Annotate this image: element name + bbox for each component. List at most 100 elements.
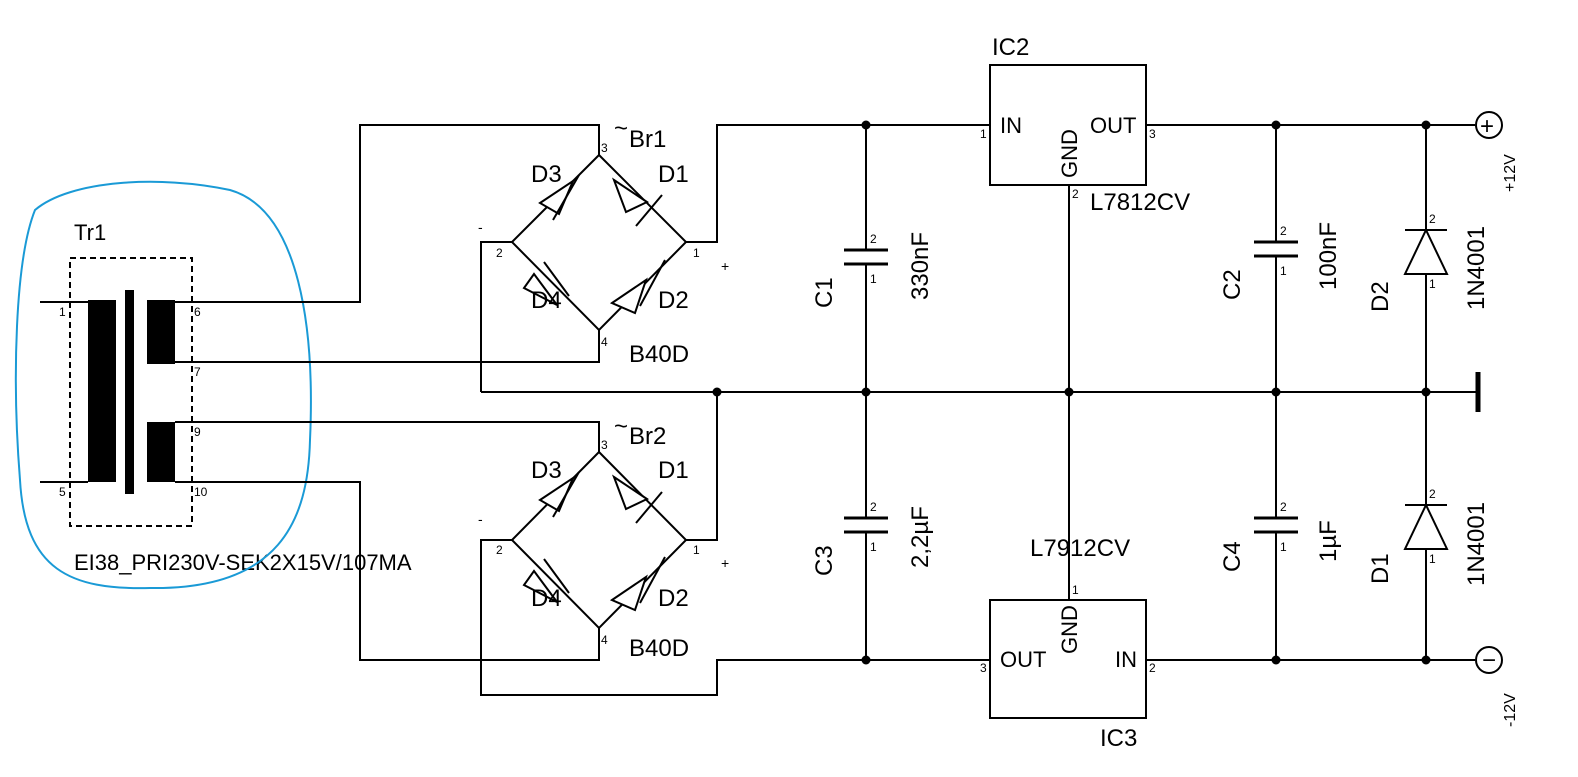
tr1-ref-label: Tr1 xyxy=(74,220,106,245)
primary-winding xyxy=(88,300,116,482)
c2-value-label: 100nF xyxy=(1315,222,1342,290)
ic2-gnd-label: GND xyxy=(1057,129,1082,178)
br2-tilde: ~ xyxy=(614,413,628,440)
br2-plus: + xyxy=(721,555,729,571)
c4-pin-1: 1 xyxy=(1280,540,1287,554)
c4-ref-label: C4 xyxy=(1219,541,1246,572)
br2-pin-1: 1 xyxy=(693,543,700,557)
secondary-winding-upper xyxy=(147,300,175,364)
br2-pin-2: 2 xyxy=(496,543,503,557)
br2-d2-diode-symbol xyxy=(609,574,648,612)
ic3-in-label: IN xyxy=(1115,647,1137,672)
br2-d2-label: D2 xyxy=(658,585,689,612)
c3-pin-1: 1 xyxy=(870,540,877,554)
br1-pin-3: 3 xyxy=(601,141,608,155)
d2-pin-2: 2 xyxy=(1429,212,1436,226)
br2-d4-diode-symbol xyxy=(522,569,558,603)
br2-d4-label: D4 xyxy=(531,585,562,612)
tr1-pin-1: 1 xyxy=(59,305,66,319)
c1-pin-2: 2 xyxy=(870,232,877,246)
br1-d2-diode-symbol xyxy=(609,277,648,315)
annotation-outline xyxy=(14,180,312,590)
br1-d3-label: D3 xyxy=(531,161,562,188)
d1-pin-2: 2 xyxy=(1429,487,1436,501)
br1-d4-diode-symbol xyxy=(522,272,558,306)
output-diode-d2: 2 1 D2 1N4001 xyxy=(1367,125,1490,392)
terminal-negative: − -12V xyxy=(1475,646,1519,727)
transformer-shield-box xyxy=(69,257,193,527)
tr1-pin-5: 5 xyxy=(59,485,66,499)
tr1-pin-6: 6 xyxy=(194,305,201,319)
ic3-pin-in: 2 xyxy=(1149,661,1156,675)
ic3-ref-label: IC3 xyxy=(1100,725,1137,752)
ic2-pin-gnd: 2 xyxy=(1072,187,1079,201)
br1-minus: - xyxy=(478,219,483,235)
positive-terminal-symbol: + xyxy=(1480,113,1494,140)
regulator-ic3: L7912CV OUT IN GND 3 2 1 IC3 xyxy=(980,535,1156,752)
tr1-pin-10: 10 xyxy=(194,485,208,499)
c4-value-label: 1µF xyxy=(1315,520,1342,562)
output-diode-d1: 2 1 D1 1N4001 xyxy=(1367,392,1490,660)
br1-pin-2: 2 xyxy=(496,246,503,260)
transformer-tr1: 1 5 6 7 9 10 Tr1 EI38_PRI230V-SEK2X15V/1… xyxy=(40,220,412,575)
d2-value-label: 1N4001 xyxy=(1463,226,1490,310)
d2-pin-1: 1 xyxy=(1429,277,1436,291)
c2-pin-2: 2 xyxy=(1280,224,1287,238)
c1-pin-1: 1 xyxy=(870,272,877,286)
c1-ref-label: C1 xyxy=(811,277,838,308)
c4-pin-2: 2 xyxy=(1280,500,1287,514)
supply-rails xyxy=(481,120,1481,665)
positive-terminal-label: +12V xyxy=(1502,154,1519,192)
br1-pin-4: 4 xyxy=(601,335,608,349)
c2-pin-1: 1 xyxy=(1280,264,1287,278)
br2-ref-label: Br2 xyxy=(629,423,666,450)
br1-plus: + xyxy=(721,258,729,274)
ic3-gnd-label: GND xyxy=(1057,605,1082,654)
ic3-pin-gnd: 1 xyxy=(1072,583,1079,597)
secondary-winding-lower xyxy=(147,422,175,482)
br1-pin-1: 1 xyxy=(693,246,700,260)
ic2-out-label: OUT xyxy=(1090,113,1136,138)
transformer-core xyxy=(125,290,134,494)
d1-pin-1: 1 xyxy=(1429,552,1436,566)
br1-d1-diode-symbol xyxy=(611,177,650,214)
c3-pin-2: 2 xyxy=(870,500,877,514)
capacitor-c1: 2 1 C1 330nF xyxy=(811,125,934,392)
ic3-value-label: L7912CV xyxy=(1030,535,1130,562)
br1-value-label: B40D xyxy=(629,341,689,368)
c3-ref-label: C3 xyxy=(811,545,838,576)
br2-d1-diode-symbol xyxy=(611,474,650,511)
br2-pin-4: 4 xyxy=(601,633,608,647)
ic2-in-label: IN xyxy=(1000,113,1022,138)
d1-ref-label: D1 xyxy=(1367,553,1394,584)
tr1-pin-7: 7 xyxy=(194,365,201,379)
tr1-pin-9: 9 xyxy=(194,425,201,439)
capacitor-c4: 2 1 C4 1µF xyxy=(1219,392,1342,660)
br1-d4-label: D4 xyxy=(531,287,562,314)
c1-value-label: 330nF xyxy=(907,232,934,300)
c2-ref-label: C2 xyxy=(1219,269,1246,300)
ic3-pin-out: 3 xyxy=(980,661,987,675)
d1-value-label: 1N4001 xyxy=(1463,502,1490,586)
br2-minus: - xyxy=(478,511,483,527)
br1-d1-label: D1 xyxy=(658,161,689,188)
br2-d3-label: D3 xyxy=(531,457,562,484)
capacitor-c3: 2 1 C3 2,2µF xyxy=(811,392,934,660)
br1-ref-label: Br1 xyxy=(629,126,666,153)
regulator-ic2: IC2 IN OUT GND 1 3 2 L7812CV xyxy=(980,34,1190,216)
br1-d2-label: D2 xyxy=(658,287,689,314)
br1-tilde: ~ xyxy=(614,115,628,142)
ic2-pin-in: 1 xyxy=(980,127,987,141)
bridge-rectifier-br2: ~ Br2 D3 D1 D4 D2 3 2 1 4 - + B40D xyxy=(175,392,990,696)
br2-d1-label: D1 xyxy=(658,457,689,484)
d1-diode-symbol xyxy=(1403,502,1449,550)
ic3-out-label: OUT xyxy=(1000,647,1046,672)
d2-ref-label: D2 xyxy=(1367,281,1394,312)
bridge-rectifier-br1: ~ Br1 D3 D1 D4 D2 3 2 1 4 - + B40D xyxy=(175,115,990,392)
d2-diode-symbol xyxy=(1403,227,1449,275)
capacitor-c2: 2 1 C2 100nF xyxy=(1219,125,1342,392)
br2-pin-3: 3 xyxy=(601,438,608,452)
negative-terminal-label: -12V xyxy=(1502,693,1519,727)
ic2-pin-out: 3 xyxy=(1149,127,1156,141)
